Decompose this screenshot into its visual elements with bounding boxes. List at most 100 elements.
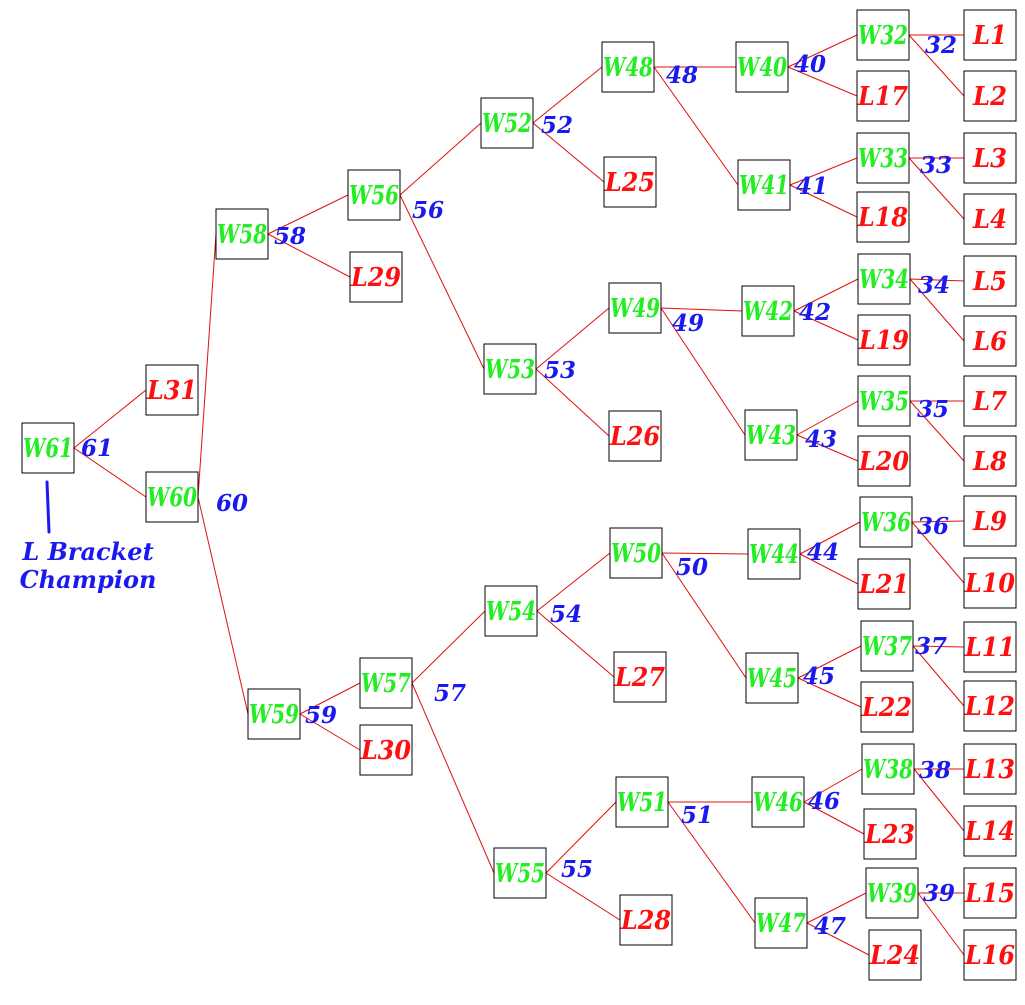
box-label-w36: W36 xyxy=(861,508,911,538)
box-frame-l17 xyxy=(856,70,910,122)
box-w54: W54 xyxy=(484,585,538,637)
connector-w42-l19 xyxy=(793,310,859,341)
box-l31: L31 xyxy=(145,364,199,416)
match-number-34: 34 xyxy=(918,272,950,299)
connector-w45-l22 xyxy=(797,677,862,708)
connector-w33-l4 xyxy=(908,157,965,220)
box-label-w57: W57 xyxy=(361,669,411,699)
box-label-l8: L8 xyxy=(972,447,1007,477)
connector-w35-l8 xyxy=(909,400,965,462)
box-label-w58: W58 xyxy=(217,220,267,250)
connector-w47-l24 xyxy=(806,922,870,956)
box-label-l31: L31 xyxy=(146,376,197,406)
match-number-53: 53 xyxy=(544,357,576,384)
connector-w58-w56 xyxy=(267,194,349,235)
box-label-l14: L14 xyxy=(964,817,1015,847)
box-w47: W47 xyxy=(754,897,808,949)
box-frame-w59 xyxy=(247,688,301,740)
connector-w47-w39 xyxy=(806,892,867,924)
box-w58: W58 xyxy=(215,208,269,260)
connector-w55-w51 xyxy=(545,801,617,874)
box-label-l1: L1 xyxy=(972,21,1007,51)
connector-w59-l30 xyxy=(299,713,361,751)
box-w61: W61 xyxy=(21,422,75,474)
box-frame-w40 xyxy=(735,41,789,93)
box-frame-l2 xyxy=(963,70,1017,122)
box-frame-l6 xyxy=(963,315,1017,367)
box-frame-w42 xyxy=(741,285,795,337)
connector-w49-w42 xyxy=(660,307,743,312)
match-number-47: 47 xyxy=(814,913,846,940)
box-frame-w53 xyxy=(483,343,537,395)
connector-w51-w47 xyxy=(667,801,756,924)
box-label-w38: W38 xyxy=(863,755,913,785)
box-frame-l13 xyxy=(963,743,1017,795)
connector-w38-l14 xyxy=(913,768,965,832)
box-frame-w35 xyxy=(857,375,911,427)
box-label-l15: L15 xyxy=(964,879,1015,909)
box-frame-l22 xyxy=(860,681,914,733)
box-label-w59: W59 xyxy=(249,700,299,730)
box-label-w51: W51 xyxy=(617,788,667,818)
connector-w46-l23 xyxy=(803,801,865,835)
box-label-l17: L17 xyxy=(857,82,908,112)
box-w60: W60 xyxy=(145,471,199,523)
connector-w41-w33 xyxy=(789,157,858,186)
box-label-l23: L23 xyxy=(864,820,915,850)
box-frame-w36 xyxy=(859,496,913,548)
connector-w54-w50 xyxy=(536,552,611,612)
connector-w43-w35 xyxy=(796,400,859,436)
box-l11: L11 xyxy=(963,621,1017,673)
box-label-l16: L16 xyxy=(964,941,1015,971)
box-l20: L20 xyxy=(857,435,911,487)
box-label-l29: L29 xyxy=(350,263,401,293)
box-w45: W45 xyxy=(745,652,799,704)
box-label-w45: W45 xyxy=(747,664,797,694)
box-w40: W40 xyxy=(735,41,789,93)
connector-w36-l10 xyxy=(911,521,965,584)
connector-w60-w58 xyxy=(197,233,217,498)
box-frame-w50 xyxy=(609,527,663,579)
box-frame-w51 xyxy=(615,776,669,828)
match-number-48: 48 xyxy=(666,62,698,89)
box-label-l22: L22 xyxy=(861,693,912,723)
box-l1: L1 xyxy=(963,9,1017,61)
box-w59: W59 xyxy=(247,688,301,740)
connector-w55-l28 xyxy=(545,872,621,921)
box-l16: L16 xyxy=(963,929,1017,981)
box-w53: W53 xyxy=(483,343,537,395)
box-frame-w37 xyxy=(860,620,914,672)
box-frame-l16 xyxy=(963,929,1017,981)
connector-w56-w52 xyxy=(399,122,482,196)
box-label-w56: W56 xyxy=(349,181,399,211)
box-w46: W46 xyxy=(751,776,805,828)
box-frame-l8 xyxy=(963,435,1017,487)
match-number-40: 40 xyxy=(794,51,826,78)
box-frame-l21 xyxy=(857,558,911,610)
box-l19: L19 xyxy=(857,314,911,366)
box-w32: W32 xyxy=(856,9,910,61)
connector-w36-l9 xyxy=(911,520,965,523)
box-frame-w47 xyxy=(754,897,808,949)
box-l17: L17 xyxy=(856,70,910,122)
box-w36: W36 xyxy=(859,496,913,548)
match-number-33: 33 xyxy=(920,152,952,179)
match-number-43: 43 xyxy=(805,426,837,453)
connector-w44-w36 xyxy=(799,521,861,555)
box-frame-l10 xyxy=(963,557,1017,609)
box-label-w61: W61 xyxy=(23,434,73,464)
match-number-45: 45 xyxy=(803,663,835,690)
connector-w50-w44 xyxy=(661,552,749,555)
champion-marker xyxy=(45,480,51,534)
box-frame-l12 xyxy=(963,680,1017,732)
box-l30: L30 xyxy=(359,724,413,776)
box-l7: L7 xyxy=(963,375,1017,427)
box-label-l4: L4 xyxy=(972,205,1007,235)
box-l8: L8 xyxy=(963,435,1017,487)
match-number-36: 36 xyxy=(917,513,949,540)
connector-w43-l20 xyxy=(796,434,859,462)
caption-line1: L Bracket xyxy=(21,537,153,566)
box-w49: W49 xyxy=(608,282,662,334)
connector-w58-l29 xyxy=(267,233,351,278)
box-label-l10: L10 xyxy=(964,569,1015,599)
